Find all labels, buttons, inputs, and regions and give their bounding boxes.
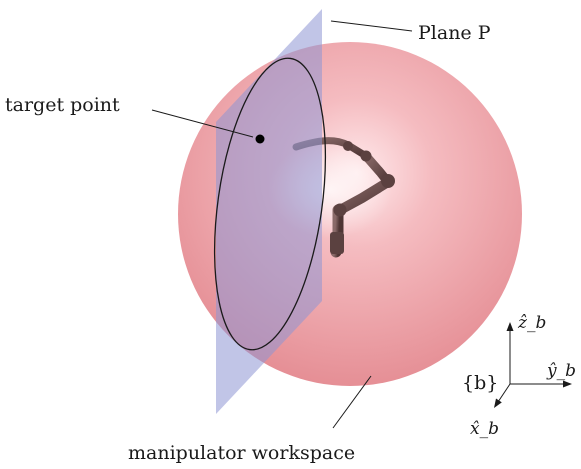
z-axis-label: ẑ_b bbox=[517, 313, 546, 333]
arm-joint bbox=[343, 141, 353, 151]
body-frame: {b} ẑ_b ŷ_b x̂_b bbox=[462, 313, 576, 439]
target-point-label: target point bbox=[5, 94, 120, 116]
x-axis-arrowhead bbox=[494, 398, 502, 408]
arm-joint bbox=[333, 203, 347, 217]
target-leader-line bbox=[151, 109, 254, 138]
arm-joint bbox=[381, 174, 395, 188]
x-axis-label: x̂_b bbox=[470, 419, 499, 439]
y-axis-label: ŷ_b bbox=[546, 361, 576, 381]
workspace-leader-line bbox=[332, 375, 372, 429]
arm-base bbox=[330, 232, 344, 254]
plane-p bbox=[216, 9, 322, 414]
workspace-label: manipulator workspace bbox=[128, 442, 355, 464]
plane-label: Plane P bbox=[418, 22, 491, 44]
arm-joint bbox=[360, 150, 372, 162]
target-point-marker bbox=[255, 134, 265, 144]
y-axis-arrowhead bbox=[563, 380, 572, 388]
arm-link-fore bbox=[335, 177, 393, 215]
robot-arm bbox=[292, 137, 395, 258]
frame-label: {b} bbox=[462, 372, 498, 394]
z-axis-arrowhead bbox=[506, 322, 514, 331]
plane-leader-line bbox=[330, 20, 413, 32]
intersection-ellipse bbox=[213, 57, 327, 351]
